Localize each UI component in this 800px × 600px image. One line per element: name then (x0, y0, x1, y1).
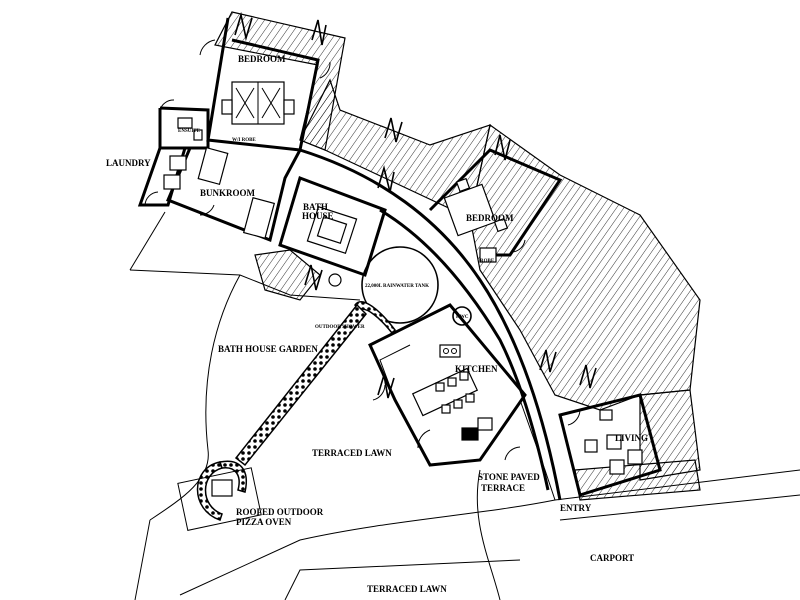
tank-group (361, 246, 472, 326)
label-living: LIVING (615, 433, 648, 443)
rainwater-tank (361, 246, 439, 324)
labels: BEDROOM ENSUITE W/I ROBE LAUNDRY BUNKROO… (106, 54, 648, 594)
label-bedroom-1: BEDROOM (238, 54, 286, 64)
furniture (163, 81, 643, 475)
pizza-oven-slab (177, 467, 262, 531)
window-marks (234, 11, 597, 399)
stepping-path (234, 303, 368, 467)
label-kitchen: KITCHEN (455, 364, 498, 374)
label-stone-paved-2: TERRACE (481, 483, 525, 493)
site-lines (129, 211, 800, 600)
deck-bath-south (254, 249, 321, 301)
label-bath-house-1: BATH (303, 202, 328, 212)
label-ensuite: ENSUITE (178, 129, 201, 134)
doors (144, 39, 581, 461)
label-terraced-lawn-2: TERRACED LAWN (367, 584, 447, 594)
deck-entry-south (574, 459, 701, 501)
label-outdoor-shower: OUTDOOR SHOWER (315, 325, 365, 330)
oven-block (461, 427, 479, 441)
bunk-bed-1 (197, 146, 229, 186)
label-laundry: LAUNDRY (106, 158, 151, 168)
label-pizza-oven-1: ROOFED OUTDOOR (236, 507, 324, 517)
label-carport: CARPORT (590, 553, 634, 563)
label-bath-house-garden: BATH HOUSE GARDEN (218, 344, 318, 354)
label-robe: ROBE (480, 259, 495, 264)
label-hwc: HWC (456, 315, 469, 320)
bed-second (443, 183, 497, 237)
bunk-bed-2 (242, 197, 276, 239)
deck-corridor (299, 78, 491, 219)
label-bunkroom: BUNKROOM (200, 188, 256, 198)
label-pizza-oven-2: PIZZA OVEN (236, 517, 292, 527)
label-wirobe: W/I ROBE (232, 138, 256, 143)
label-terraced-lawn-1: TERRACED LAWN (312, 448, 392, 458)
label-bath-house-2: HOUSE (302, 211, 334, 221)
building-walls (137, 17, 662, 501)
deck-east-large (469, 123, 701, 411)
landscape-features (177, 301, 396, 531)
label-stone-paved-1: STONE PAVED (478, 472, 540, 482)
decks (214, 11, 701, 501)
outdoor-shower-path (354, 301, 396, 335)
label-rainwater-tank: 22,000L RAINWATER TANK (365, 284, 429, 289)
label-entry: ENTRY (560, 503, 592, 513)
hwc-unit (452, 306, 472, 326)
label-bedroom-2: BEDROOM (466, 213, 514, 223)
